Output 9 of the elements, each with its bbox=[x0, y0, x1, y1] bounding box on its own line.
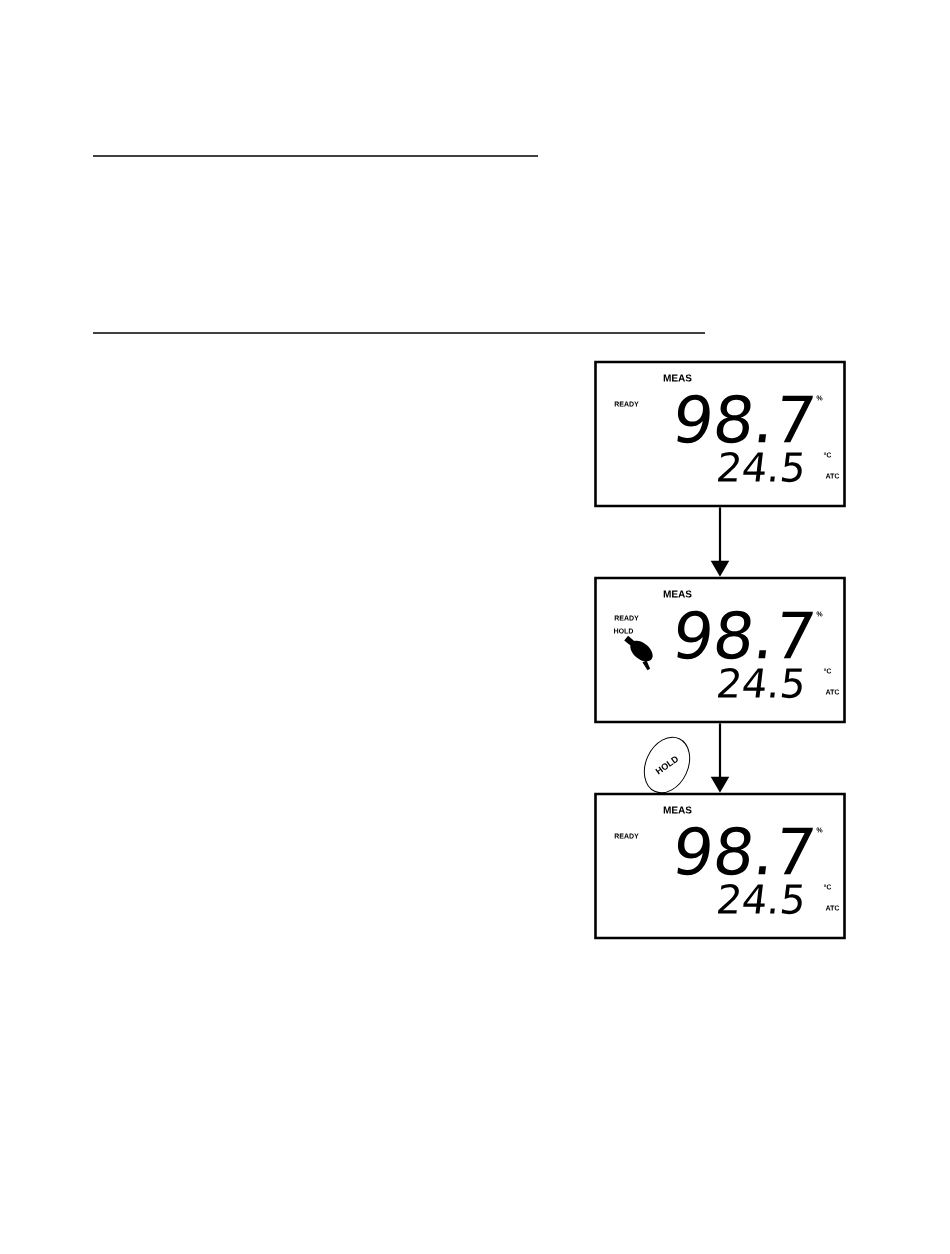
reading-value: 98.7 bbox=[677, 610, 813, 660]
reading-value: 98.7 bbox=[677, 826, 813, 876]
temperature-value: 24.5 bbox=[717, 451, 802, 483]
mode-label: MEAS bbox=[663, 590, 692, 598]
mode-label: MEAS bbox=[663, 374, 692, 382]
temperature-value: 24.5 bbox=[717, 667, 802, 699]
temperature-value: 24.5 bbox=[717, 883, 802, 915]
reading-value: 98.7 bbox=[677, 394, 813, 444]
mode-label: MEAS bbox=[663, 806, 692, 814]
